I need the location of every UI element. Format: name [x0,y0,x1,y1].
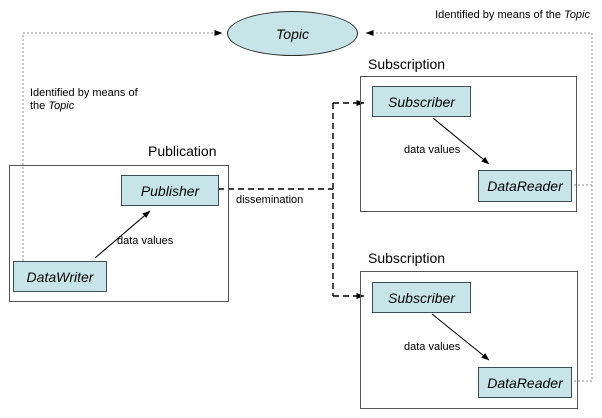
note-top-right-italic: Topic [564,9,590,21]
subscriber2-label: Subscriber [388,289,455,306]
topic-node: Topic [227,11,358,56]
dissemination-label: dissemination [236,194,304,206]
topic-label: Topic [276,25,309,42]
data-values-label-subscription1: data values [404,144,461,156]
note-identified-top-right: Identified by means of the Topic [435,9,590,22]
note-identified-left: Identified by means of the Topic [30,87,138,113]
datareader1-node: DataReader [478,170,572,202]
data-values-label-publication: data values [117,235,174,247]
publisher-label: Publisher [140,182,200,199]
subscriber1-label: Subscriber [388,93,455,110]
datawriter-label: DataWriter [26,268,94,285]
data-values-label-subscription2: data values [404,341,461,353]
publisher-node: Publisher [121,175,219,206]
note-left-line2-italic: Topic [48,100,75,112]
subscription1-group-label: Subscription [368,56,446,72]
datareader2-label: DataReader [487,374,563,391]
subscription2-group-box [360,271,578,409]
note-left-line2-plain: the [30,100,49,112]
dotted-connector-datareader2-to-topic [365,30,593,382]
subscription2-group-label: Subscription [368,250,446,266]
subscription1-group-box [360,76,577,212]
note-top-right-plain: Identified by means of the [435,9,565,21]
datareader2-node: DataReader [478,367,572,398]
datawriter-node: DataWriter [13,261,107,292]
subscriber1-node: Subscriber [372,86,471,117]
publication-group-label: Publication [148,143,217,159]
dotted-connector-datawriter-to-topic [22,30,223,261]
arrow-datawriter-to-publisher [94,210,151,259]
datareader1-label: DataReader [487,178,563,194]
arrow-subscriber1-to-datareader1 [432,117,490,165]
subscriber2-node: Subscriber [372,282,471,313]
note-left-line1: Identified by means of [30,87,138,99]
arrow-subscriber2-to-datareader2 [431,313,490,361]
publication-group-box [9,165,229,302]
